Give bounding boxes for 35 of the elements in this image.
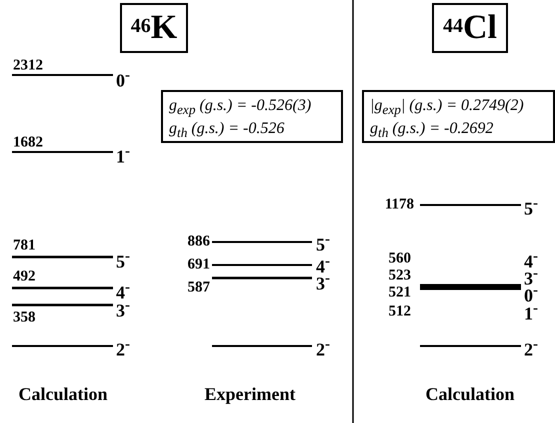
spin-parity-label: 2$^{-}$ [524, 338, 538, 358]
column-title: Experiment [204, 385, 296, 403]
spin-parity-label: 3$^{-}$ [116, 298, 130, 320]
energy-value: 521 [388, 286, 411, 300]
spin-parity-label: 1$^{-}$ [116, 144, 130, 166]
g-factor-box [161, 90, 343, 143]
energy-value: 2312 [13, 58, 43, 74]
energy-value: 1682 [13, 136, 43, 150]
g-factor-value: |g$_{exp}$| (g.s.) = 0.2749(2) [370, 96, 525, 119]
energy-value: 691 [188, 258, 210, 272]
nuclide-label: $^{44}$Cl [432, 3, 508, 53]
column-title: Calculation [426, 385, 514, 403]
energy-value: 560 [388, 252, 411, 266]
g-factor-box [362, 90, 555, 143]
spin-parity-label: 1$^{-}$ [524, 302, 538, 322]
energy-value: 492 [13, 270, 36, 284]
spin-parity-label: 5$^{-}$ [524, 196, 538, 218]
energy-value: 1178 [384, 198, 414, 212]
spin-parity-label: 2$^{-}$ [316, 338, 330, 358]
spin-parity-label: 5$^{-}$ [316, 232, 330, 254]
spin-parity-label: 2$^{-}$ [116, 338, 130, 358]
g-factor-value: g$_{exp}$ (g.s.) = -0.526(3) [169, 96, 312, 119]
nuclide-label: $^{46}$K [120, 3, 188, 53]
energy-value: 587 [188, 280, 210, 296]
energy-value: 523 [388, 268, 411, 284]
energy-value: 358 [13, 310, 36, 326]
energy-value: 512 [388, 304, 411, 320]
spin-parity-label: 5$^{-}$ [116, 250, 130, 270]
energy-value: 886 [188, 234, 210, 250]
spin-parity-label: 0$^{-}$ [116, 68, 130, 90]
spin-parity-label: 4$^{-}$ [116, 280, 130, 302]
g-factor-value: g$_{th}$ (g.s.) = -0.526 [169, 118, 286, 142]
column-title: Calculation [18, 385, 108, 403]
energy-value: 781 [13, 238, 36, 254]
g-factor-value: g$_{th}$ (g.s.) = -0.2692 [370, 118, 494, 142]
